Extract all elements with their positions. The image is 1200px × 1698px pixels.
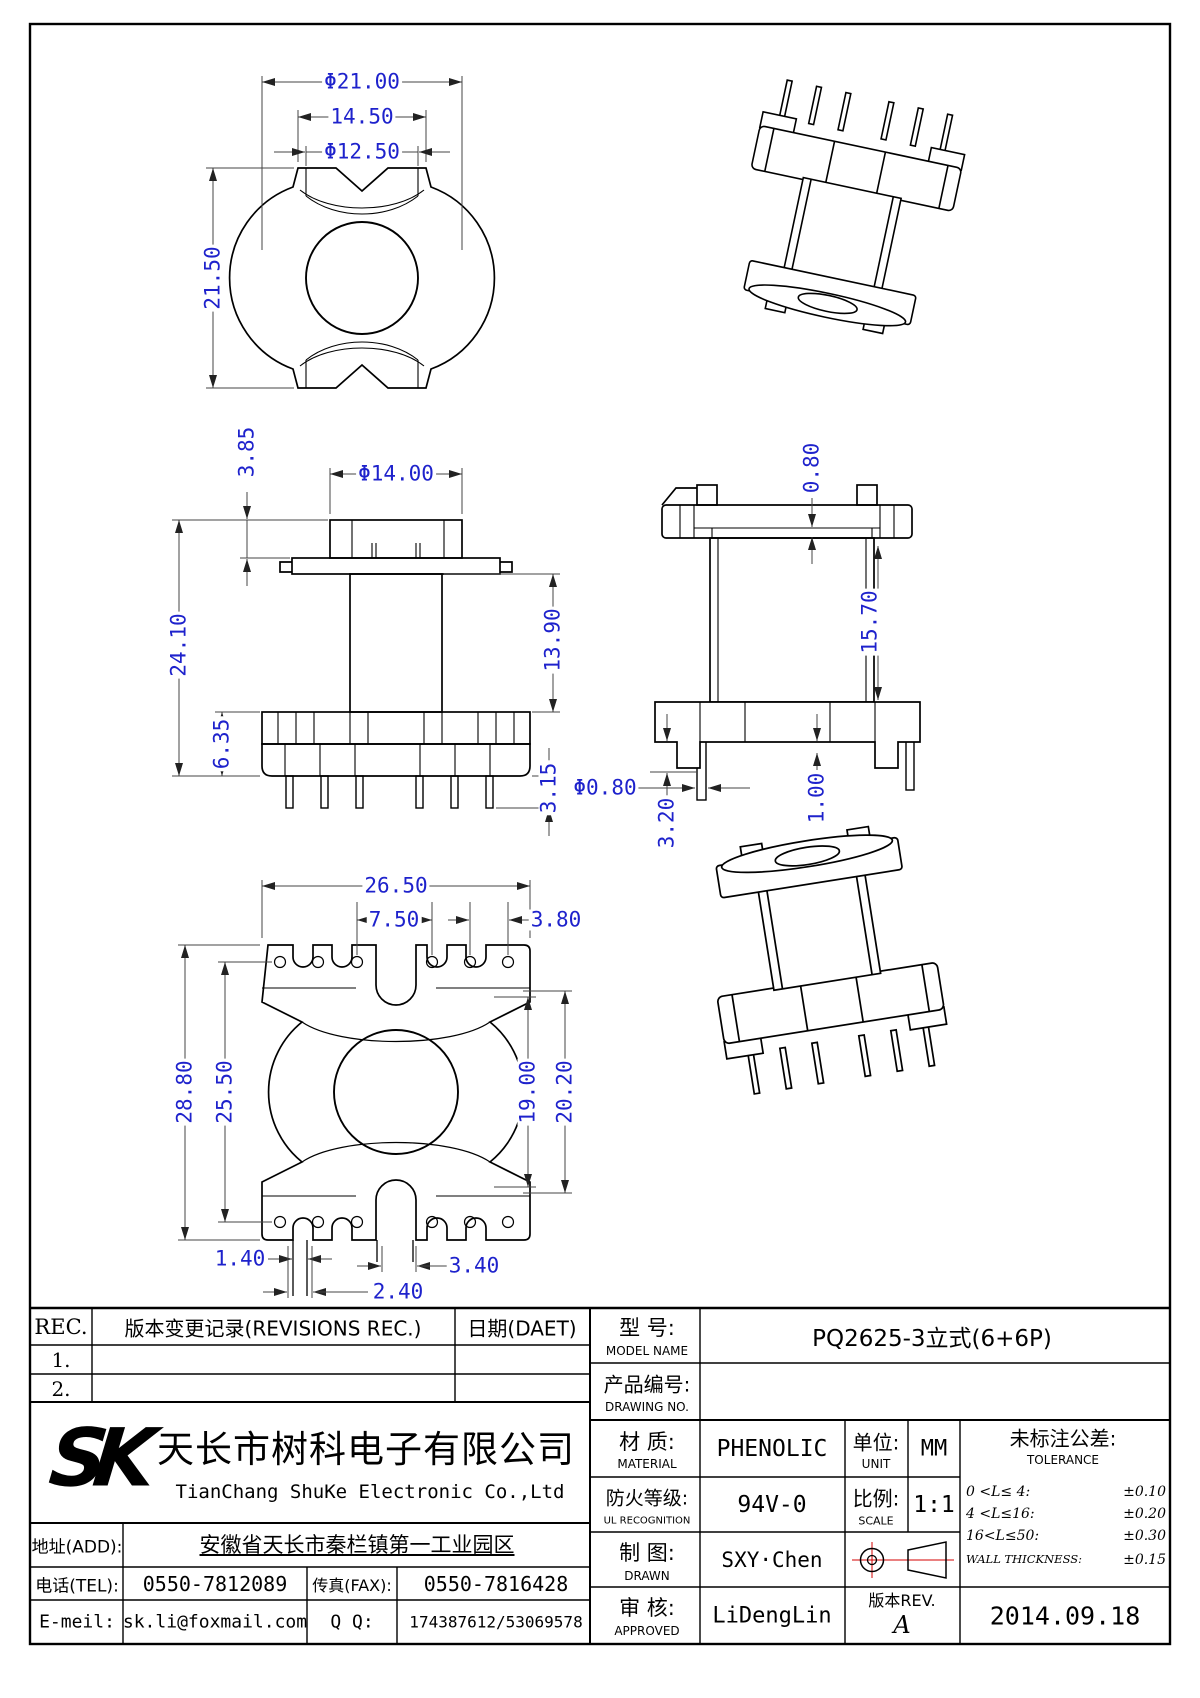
drawing-no-label-en: DRAWING NO. [605, 1400, 689, 1414]
drawn-label-cn: 制 图: [619, 1541, 675, 1565]
tolerance-range: 0 <L≤ 4: [966, 1484, 1031, 1500]
email-label: E-meil: [39, 1611, 115, 1633]
projection-symbol-icon [852, 1541, 954, 1579]
drawing-no-label-cn: 产品编号: [603, 1372, 691, 1397]
dim-front-pin-l: 3.15 [536, 760, 561, 816]
tel-label: 电话(TEL): [35, 1576, 119, 1597]
qq-label: Q Q: [330, 1611, 374, 1633]
tolerance-row: 4 <L≤16: ±0.20 [966, 1506, 1166, 1522]
rev-label: 版本REV. [868, 1591, 936, 1610]
isometric-view-bottom [693, 818, 954, 1099]
rev-value: A [893, 1611, 911, 1639]
fax-label: 传真(FAX): [312, 1576, 392, 1595]
dim-bottom-width: 26.50 [362, 873, 430, 898]
approved-label-en: APPROVED [614, 1624, 680, 1638]
front-view [261, 519, 531, 809]
drawn-value: SXY·Chen [721, 1548, 823, 1572]
dim-side-base-t: 1.00 [804, 770, 829, 826]
email-value: sk.li@foxmail.com [122, 1611, 308, 1633]
dim-top-outer-dia: Φ21.00 [322, 69, 402, 94]
dim-front-flange-t: 3.85 [234, 424, 259, 480]
bottom-view [261, 944, 531, 1296]
fire-label-en: UL RECOGNITION [603, 1515, 691, 1527]
dim-side-lip-t: 0.80 [799, 440, 824, 496]
dim-bottom-hole-span: 25.50 [212, 1058, 237, 1126]
address-value: 安徽省天长市秦栏镇第一工业园区 [199, 1533, 515, 1557]
date-header: 日期(DAET) [467, 1316, 577, 1341]
approved-label-cn: 审 核: [619, 1596, 675, 1620]
qq-value: 174387612/53069578 [409, 1612, 583, 1632]
unit-value: MM [920, 1436, 948, 1462]
isometric-view-top [722, 75, 973, 344]
fire-value: 94V-0 [737, 1492, 807, 1518]
scale-label-cn: 比例: [852, 1486, 900, 1511]
dim-front-base-h: 6.35 [209, 716, 234, 772]
fire-label-cn: 防火等级: [605, 1487, 689, 1510]
top-view [228, 167, 496, 389]
tolerance-row: WALL THICKNESS: ±0.15 [966, 1552, 1166, 1568]
tolerance-value: ±0.10 [1123, 1484, 1166, 1500]
dim-front-core-dia: Φ14.00 [356, 461, 436, 486]
dim-bottom-slot-w: 2.40 [370, 1279, 426, 1304]
dim-bottom-flange-span: 19.00 [515, 1058, 540, 1126]
material-label-en: MATERIAL [617, 1457, 677, 1471]
tolerance-title-en: TOLERANCE [1026, 1453, 1100, 1467]
tel-value: 0550-7812089 [142, 1572, 288, 1596]
approved-value: LiDengLin [712, 1603, 832, 1629]
tolerance-value: ±0.20 [1123, 1506, 1166, 1522]
scale-value: 1:1 [913, 1492, 955, 1518]
revision-row-2: 2. [51, 1377, 71, 1401]
tolerance-row: 0 <L≤ 4: ±0.10 [966, 1484, 1166, 1500]
unit-label-cn: 单位: [852, 1430, 900, 1455]
tolerance-range: 16<L≤50: [966, 1528, 1040, 1544]
company-name-en: TianChang ShuKe Electronic Co.,Ltd [175, 1481, 565, 1503]
dim-front-total-h: 24.10 [166, 611, 191, 679]
scale-label-en: SCALE [858, 1514, 894, 1528]
revisions-title: 版本变更记录(REVISIONS REC.) [124, 1316, 422, 1341]
dim-side-pin-dia: Φ0.80 [571, 775, 639, 800]
address-label: 地址(ADD): [31, 1537, 123, 1558]
tolerance-row: 16<L≤50: ±0.30 [966, 1528, 1166, 1544]
model-label-en: MODEL NAME [605, 1344, 689, 1358]
tolerance-range: WALL THICKNESS: [966, 1552, 1082, 1566]
model-label-cn: 型 号: [619, 1316, 675, 1340]
dim-bottom-center-pitch: 7.50 [366, 907, 422, 932]
tolerance-value: ±0.30 [1123, 1528, 1166, 1544]
rec-header: REC. [34, 1315, 88, 1339]
company-logo: SK [45, 1411, 147, 1505]
revision-row-1: 1. [51, 1348, 71, 1372]
dim-front-body-h: 13.90 [540, 606, 565, 674]
unit-label-en: UNIT [861, 1457, 891, 1471]
tolerance-value: ±0.15 [1123, 1552, 1166, 1568]
material-value: PHENOLIC [716, 1436, 828, 1462]
dim-bottom-pin-pitch2: 3.40 [446, 1253, 502, 1278]
dim-bottom-pin-pitch: 3.80 [528, 907, 584, 932]
model-value: PQ2625-3立式(6+6P) [812, 1326, 1052, 1352]
company-name-cn: 天长市树科电子有限公司 [157, 1428, 575, 1471]
dim-bottom-total-h: 28.80 [172, 1058, 197, 1126]
date-value: 2014.09.18 [989, 1601, 1141, 1631]
drawn-label-en: DRAWN [624, 1569, 670, 1583]
fax-value: 0550-7816428 [423, 1572, 569, 1596]
dim-top-flange-w: 14.50 [328, 104, 396, 129]
dim-top-height: 21.50 [200, 244, 225, 312]
dim-bottom-outer-span: 20.20 [552, 1058, 577, 1126]
tolerance-title-cn: 未标注公差: [1009, 1426, 1117, 1451]
tolerance-range: 4 <L≤16: [966, 1506, 1035, 1522]
material-label-cn: 材 质: [619, 1430, 675, 1454]
dim-top-inner-dia: Φ12.50 [322, 139, 402, 164]
dim-side-pin-l: 3.20 [654, 795, 679, 851]
dim-bottom-notch-w: 1.40 [212, 1246, 268, 1271]
dim-side-body-h: 15.70 [857, 588, 882, 656]
